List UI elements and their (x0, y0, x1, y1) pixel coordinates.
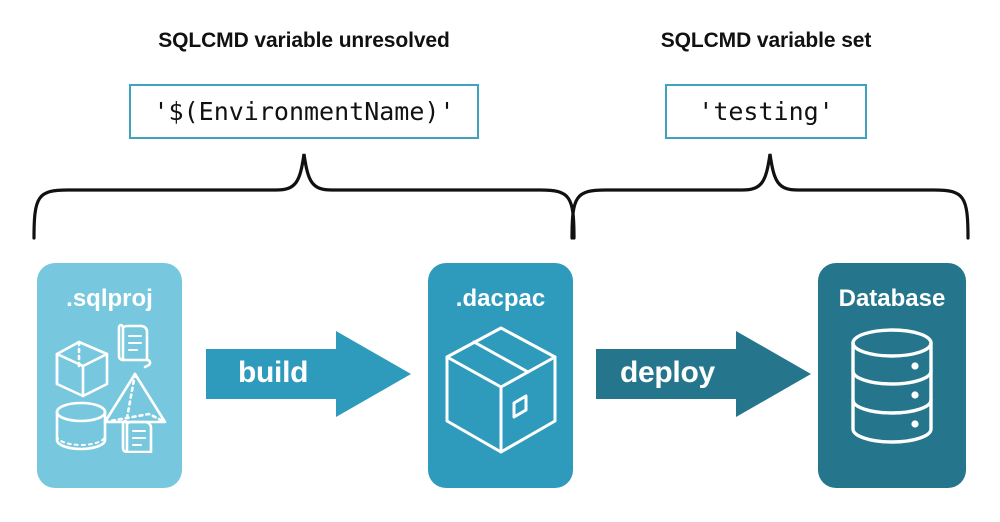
pyramid-icon (103, 372, 166, 424)
scroll-icon (117, 323, 151, 369)
stage-box-dacpac: .dacpac (428, 263, 573, 488)
arrow-shape (596, 331, 811, 417)
sqlproj-artwork (37, 318, 182, 453)
stage-box-database: Database (818, 263, 966, 488)
dacpac-artwork (428, 321, 573, 459)
database-cylinder-icon (851, 328, 933, 444)
arrow-label-deploy: deploy (620, 356, 715, 389)
cylinder-icon (55, 401, 106, 451)
arrow-build: build (206, 331, 411, 417)
heading-sqlcmd-variable-set: SQLCMD variable set (660, 29, 872, 52)
arrow-label-build: build (238, 356, 309, 389)
scroll-icon (121, 419, 152, 453)
stage-label-dacpac: .dacpac (455, 285, 546, 312)
code-box-testing: 'testing' (665, 84, 867, 139)
package-box-icon (445, 326, 556, 454)
database-artwork (818, 325, 966, 451)
stage-label-sqlproj: .sqlproj (66, 285, 153, 312)
brace-deploy-scope (566, 152, 974, 240)
heading-sqlcmd-variable-unresolved: SQLCMD variable unresolved (158, 29, 450, 52)
code-box-environment-name: '$(EnvironmentName)' (129, 84, 479, 139)
brace-build-scope (28, 152, 580, 240)
stage-label-database: Database (838, 285, 946, 312)
arrow-shape (206, 331, 411, 417)
cube-icon (55, 340, 108, 398)
stage-box-sqlproj: .sqlproj (37, 263, 182, 488)
arrow-deploy: deploy (596, 331, 811, 417)
